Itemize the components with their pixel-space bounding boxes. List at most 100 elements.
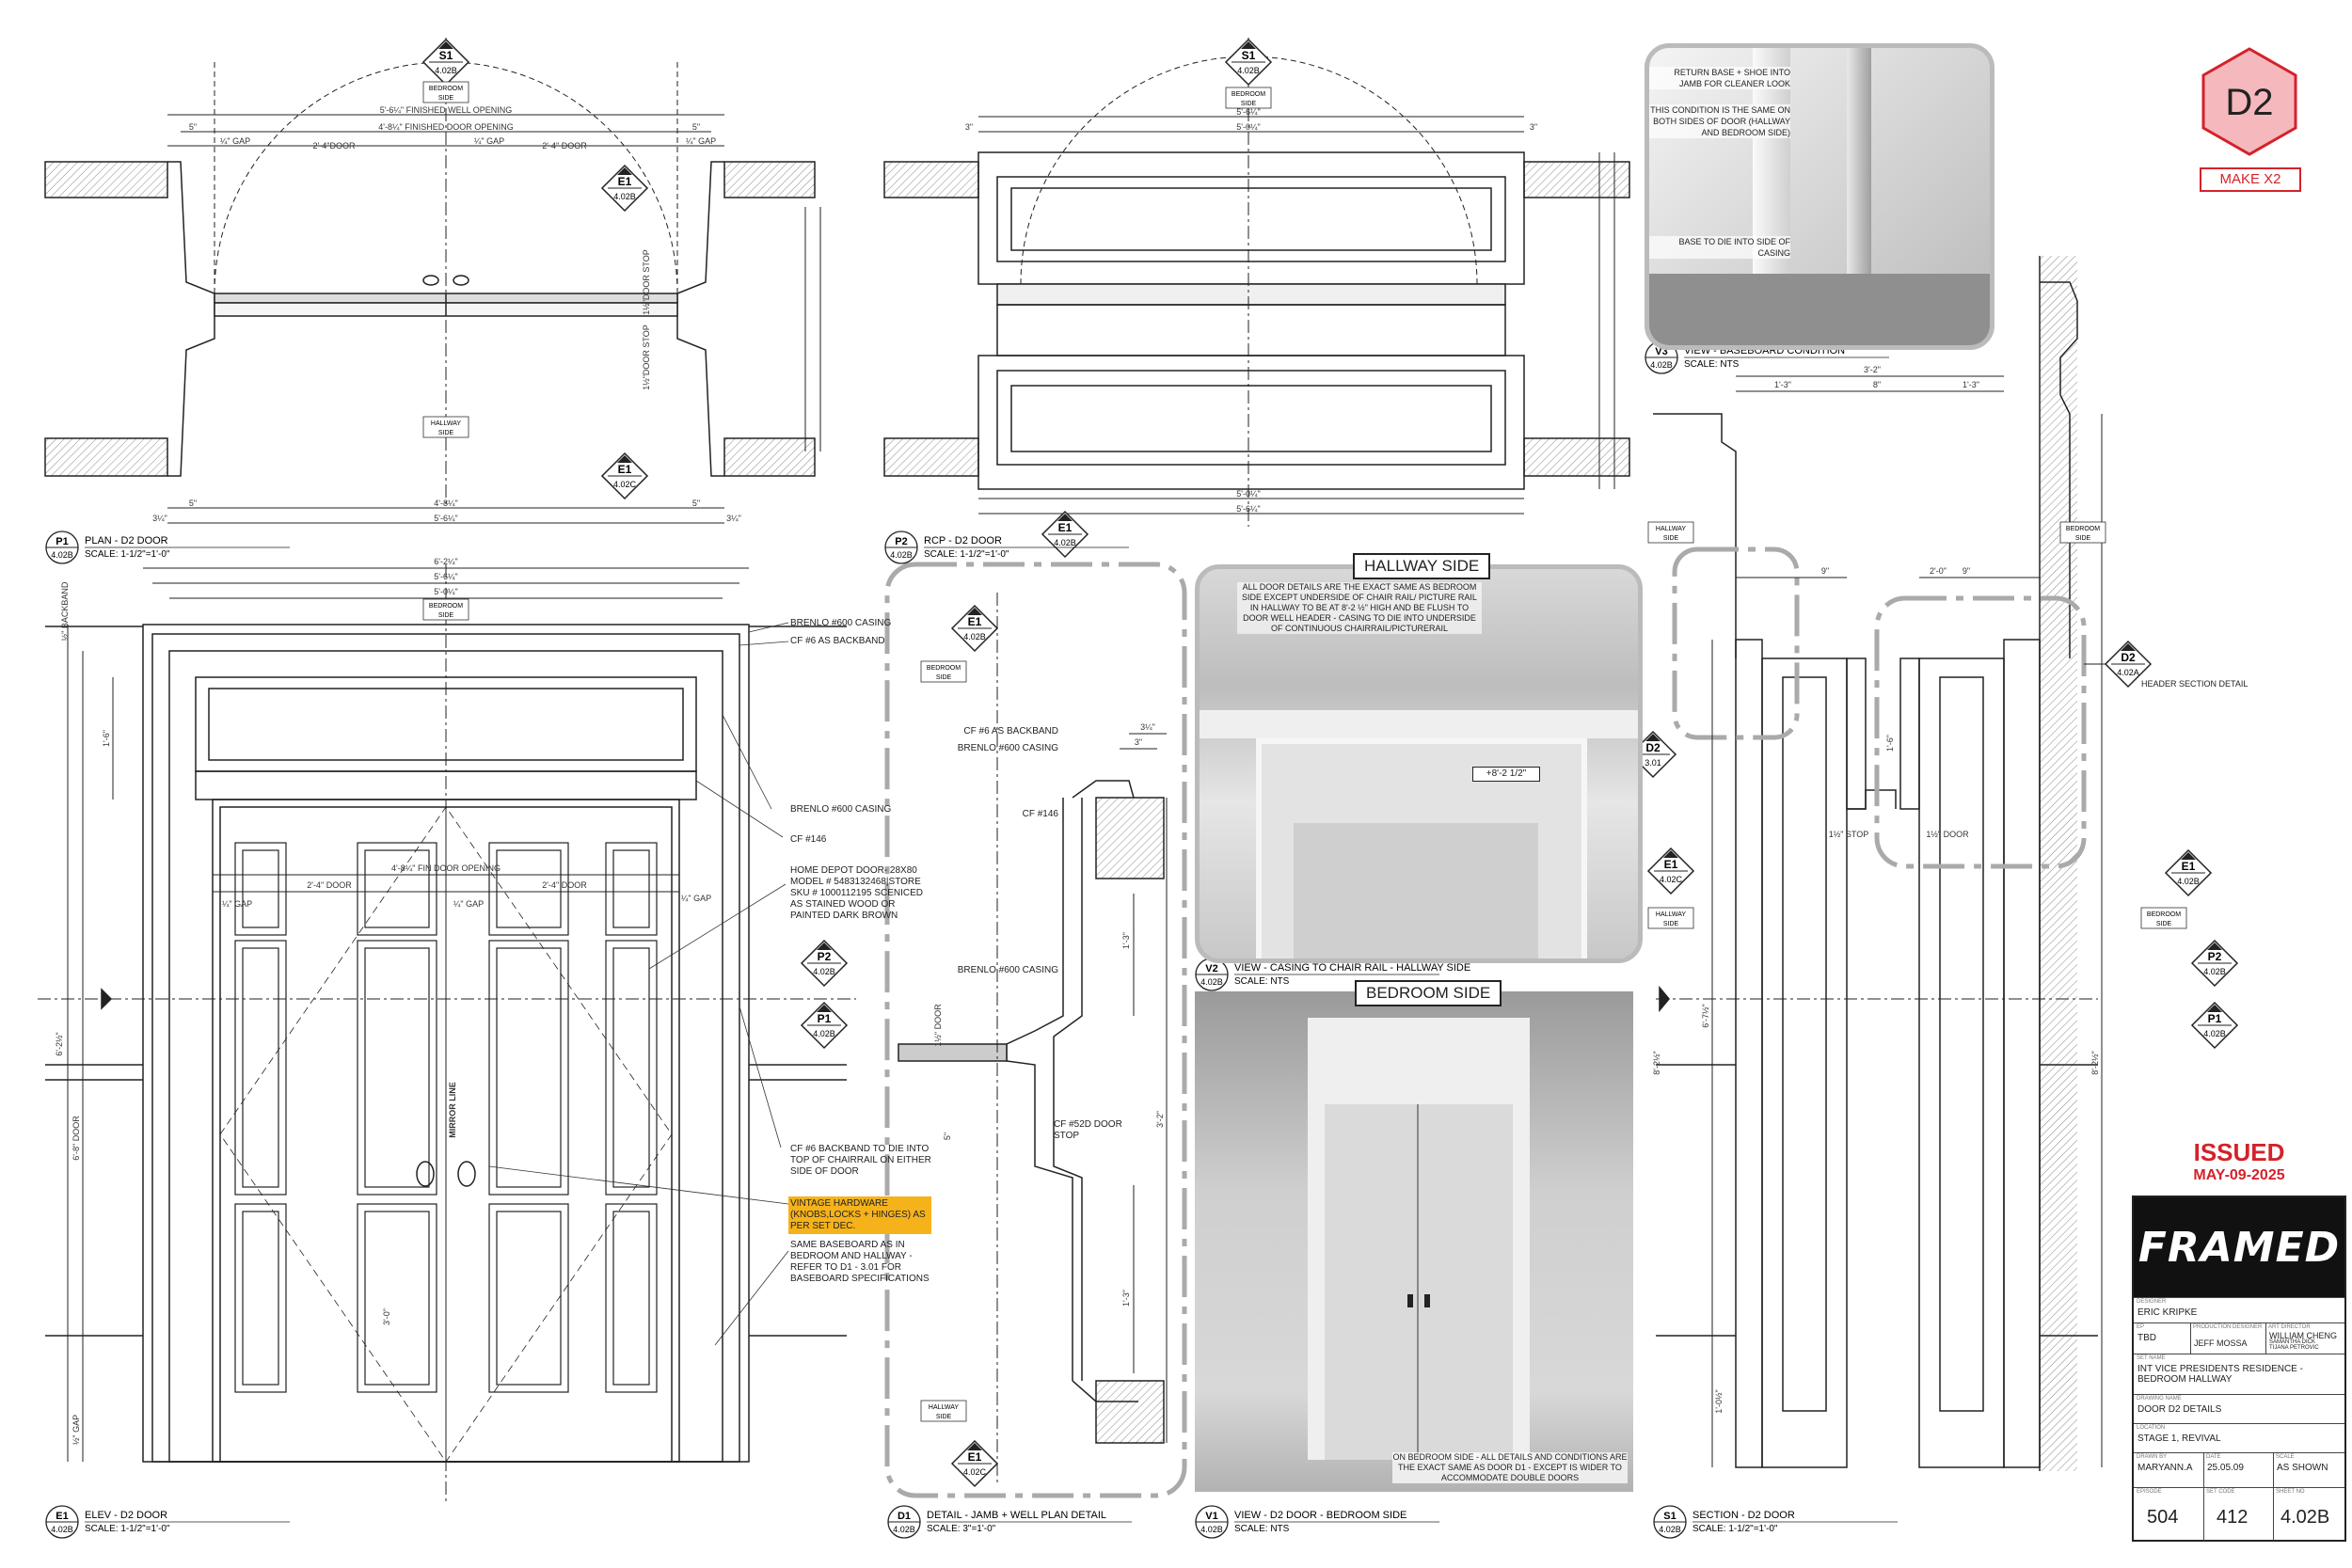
side-tag-box: [422, 416, 469, 438]
elev-w1: 6'-2¼": [434, 557, 457, 566]
section-markers: S14.02BE14.02BE14.02CS14.02BE14.02BP24.0…: [421, 38, 2239, 1488]
d1-dim-d: 1'-3": [1121, 932, 1131, 949]
elev-note-1: BRENLO #600 CASING: [790, 618, 892, 628]
sec-w: 3'-2": [1864, 365, 1881, 374]
dim-gap-left: ¼" GAP: [220, 136, 250, 146]
marker-arrow-icon: [1663, 850, 1678, 858]
side-tag-box: [2140, 907, 2187, 929]
marker-ref: 4.02C: [963, 1467, 987, 1477]
sec-j: 1'-0½": [1714, 1389, 1724, 1413]
d1-note-2: BRENLO #600 CASING: [957, 743, 1058, 753]
badge-text: D2: [2225, 82, 2273, 123]
marker-arrow-icon: [967, 1443, 982, 1450]
view-scale: SCALE: NTS: [1684, 359, 1740, 370]
bedroom-door-meet: [1417, 1104, 1419, 1460]
sec-e: 9": [1821, 566, 1829, 576]
marker-arrow-icon: [2207, 1005, 2222, 1012]
rcp-dim-3: 5'-0¼": [1236, 489, 1260, 499]
view-code: D1: [898, 1511, 911, 1522]
hardware-note: VINTAGE HARDWARE (KNOBS,LOCKS + HINGES) …: [788, 1196, 931, 1234]
badge-hex: [2201, 47, 2297, 156]
elev-w3: 5'-0¼": [434, 587, 457, 596]
view-scale: SCALE: 1-1/2"=1'-0": [85, 1524, 170, 1534]
marker-ref: 4.02B: [1054, 538, 1076, 547]
view-ref: 4.02B: [1650, 360, 1673, 370]
issued-date: MAY-09-2025: [2193, 1167, 2285, 1183]
side-tag-word1: BEDROOM: [927, 665, 961, 672]
rcp-dim-2: 5'-0¼": [1236, 122, 1260, 132]
d1-note-1: CF #6 AS BACKBAND: [963, 726, 1058, 736]
marker-p2_sec: P24.02B: [2190, 939, 2239, 988]
dim-bot-five-l: 5": [189, 499, 197, 508]
marker-code: P2: [818, 950, 832, 963]
marker-code: D2: [2121, 651, 2136, 664]
side-tag-word1: BEDROOM: [2066, 526, 2100, 532]
marker-ref: 4.02B: [613, 192, 636, 201]
sec-c: 1'-3": [1963, 380, 1979, 389]
d1-dim-d2: 1'-3": [1121, 1290, 1131, 1307]
side-tag-word1: BEDROOM: [429, 603, 463, 610]
view-ref: 4.02B: [890, 550, 913, 560]
side-tag-word2: SIDE: [1663, 535, 1679, 542]
d1-dim-b: 3": [1135, 737, 1142, 747]
bedroom-title: BEDROOM SIDE: [1355, 980, 1502, 1006]
marker-ref: 4.02A: [2117, 668, 2139, 677]
elev-h3: 3'-0": [382, 1308, 391, 1325]
view-code: V1: [1205, 1511, 1217, 1522]
dim-finished-well: 5'-6¼" FINISHED WELL OPENING: [380, 105, 513, 115]
bedroom-note: ON BEDROOM SIDE - ALL DETAILS AND CONDIT…: [1392, 1452, 1628, 1483]
marker-p1_sec: P14.02B: [2190, 1001, 2239, 1050]
marker-code: E1: [968, 615, 982, 628]
dim-five-right: 5": [692, 122, 700, 132]
plan-view: [44, 38, 821, 524]
dim-bot-five-r: 5": [692, 499, 700, 508]
side-tag-word2: SIDE: [936, 1414, 952, 1420]
marker-p2_elev: P24.02B: [800, 939, 849, 988]
marker-ref: 4.02B: [963, 632, 986, 641]
sec-stop: 1½" STOP: [1829, 830, 1869, 839]
elev-h1: 6'-2½": [55, 1032, 64, 1055]
marker-p1_elev: P14.02B: [800, 1001, 849, 1050]
sec-door: 1½" DOOR: [1926, 830, 1969, 839]
view-title: VIEW - D2 DOOR - BEDROOM SIDE: [1234, 1510, 1406, 1521]
marker-ref: 4.02C: [613, 480, 637, 489]
marker-ref: 4.02B: [2177, 877, 2200, 886]
side-tag-hallway_side: HALLWAY SIDE: [1647, 907, 1694, 929]
side-tag-word1: HALLWAY: [1656, 911, 1686, 918]
side-tag-word1: HALLWAY: [929, 1404, 959, 1411]
marker-e1_d1_top: E1 4.02B: [950, 604, 999, 653]
dim-finished-door: 4'-8¼" FINISHED DOOR OPENING: [378, 122, 513, 132]
rcp-dim-4: 5'-6¼": [1236, 504, 1260, 514]
elev-backband: ½" BACKBAND: [60, 581, 70, 641]
view-ref: 4.02B: [1200, 1525, 1223, 1534]
elev-note-6: CF #6 BACKBAND TO DIE INTO TOP OF CHAIRR…: [790, 1144, 931, 1177]
rcp-dim-1: 5'-6¼": [1236, 107, 1260, 117]
marker-ref: 4.02B: [1237, 66, 1260, 75]
side-tag-box: [422, 598, 469, 621]
marker-ref: 4.02B: [435, 66, 457, 75]
side-tag-word2: SIDE: [1663, 921, 1679, 927]
side-tag-box: [2059, 521, 2106, 544]
hallway-note: ALL DOOR DETAILS ARE THE EXACT SAME AS B…: [1237, 582, 1482, 634]
side-tags: BEDROOMSIDEHALLWAYSIDEBEDROOMSIDEBEDROOM…: [422, 81, 2187, 1422]
make-x2: MAKE X2: [2200, 167, 2301, 192]
marker-code: E1: [2182, 860, 2196, 873]
baseboard-photo: RETURN BASE + SHOE INTO JAMB FOR CLEANER…: [1645, 43, 1994, 350]
elev-note-4: CF #146: [790, 834, 827, 845]
view-title: SECTION - D2 DOOR: [1692, 1510, 1795, 1521]
hallway-door-leaves: [1294, 823, 1538, 958]
detail-view: [884, 562, 1187, 1498]
side-tag-box: [1647, 521, 1694, 544]
marker-arrow-icon: [438, 41, 453, 49]
